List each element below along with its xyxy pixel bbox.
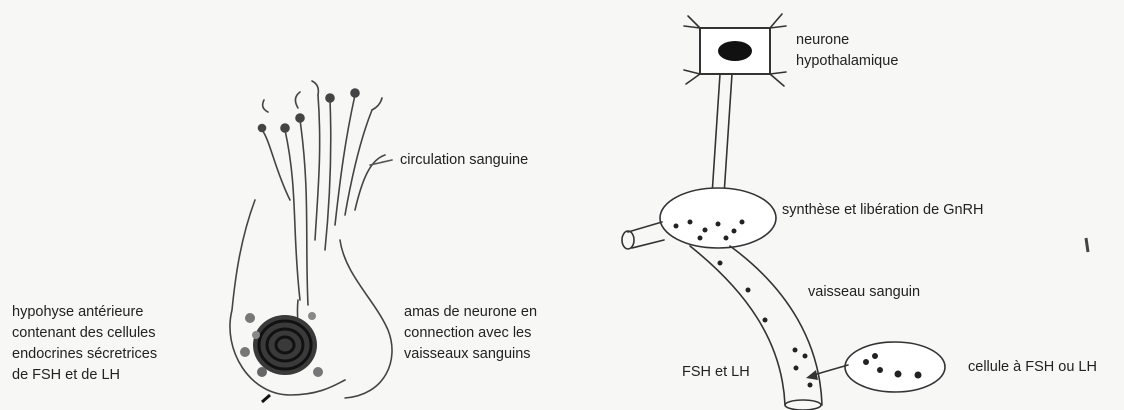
label-synthese-gnrh: synthèse et libération de GnRH xyxy=(782,200,984,221)
label-cellule-fsh-lh: cellule à FSH ou LH xyxy=(968,357,1097,378)
label-vaisseau-sanguin: vaisseau sanguin xyxy=(808,282,920,303)
label-fsh-et-lh: FSH et LH xyxy=(682,362,750,383)
label-neurone-hypothalamique: neurone hypothalamique xyxy=(796,30,898,72)
